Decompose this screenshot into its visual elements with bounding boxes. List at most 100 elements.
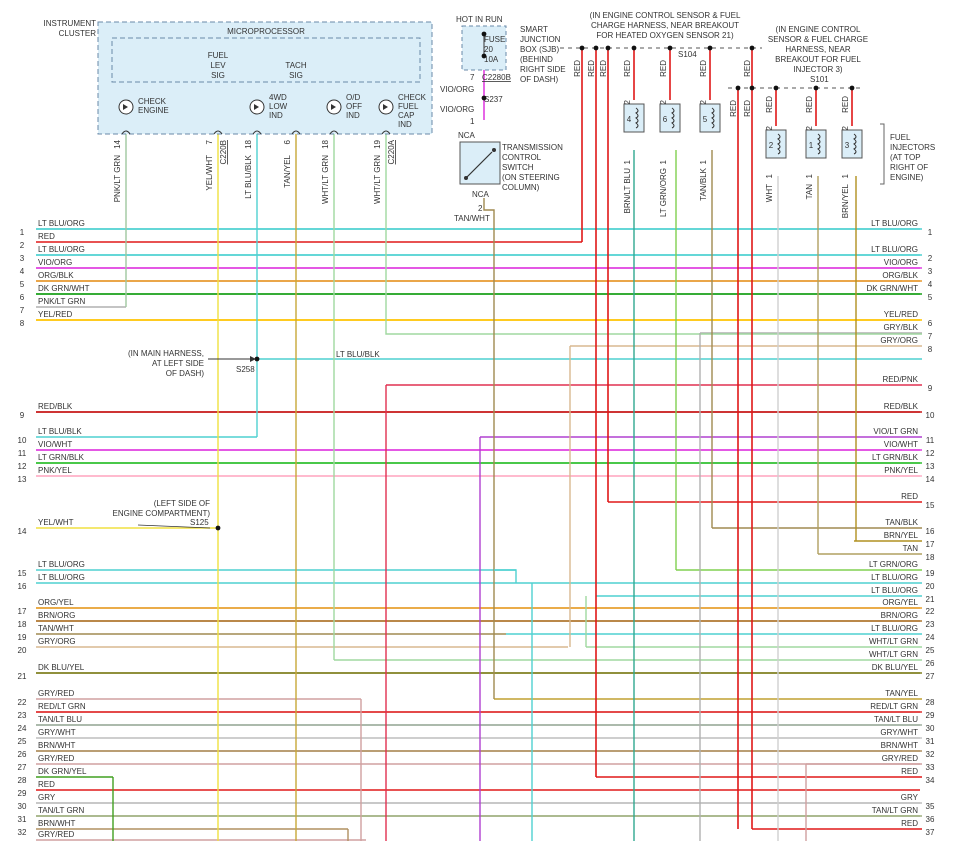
row-number-left: 16 <box>18 582 27 591</box>
s258-dot <box>254 356 260 362</box>
micro-signal-label: TACH <box>285 61 306 70</box>
s101-splice-dot <box>773 85 779 91</box>
harness-red-label: RED <box>599 60 608 77</box>
row-label-left: GRY/RED <box>38 689 75 698</box>
injector-pin-top: 2 <box>841 125 850 130</box>
cluster-connector: C220A <box>387 139 396 164</box>
wire-tan-wht <box>483 198 495 699</box>
fuse-terminal-bottom <box>481 53 487 59</box>
injector-top-wire: RED <box>699 60 708 77</box>
cluster-pin-number: 18 <box>321 139 330 148</box>
row-label-right: ORG/BLK <box>882 271 918 280</box>
row-number-right: 6 <box>928 319 933 328</box>
connector-pin-icon <box>121 130 131 135</box>
row-label-right: LT GRN/BLK <box>872 453 919 462</box>
c2280b-label: C2280B <box>482 73 511 82</box>
row-number-right: 23 <box>926 620 935 629</box>
injector-pin-bottom: 1 <box>659 159 668 164</box>
injector-number: 2 <box>769 141 774 150</box>
sjb-label-3: BOX (SJB) <box>520 45 559 54</box>
indicator-label: OFF <box>346 102 362 111</box>
row-label-right: LT BLU/ORG <box>871 624 918 633</box>
switch-pivot <box>464 176 468 180</box>
microprocessor-label: MICROPROCESSOR <box>227 27 305 36</box>
row-number-right: 36 <box>926 815 935 824</box>
tcs-label-3: SWITCH <box>502 163 534 172</box>
injector-bottom-wire: BRN/LT BLU <box>623 168 632 214</box>
indicator-label: CHECK <box>398 93 427 102</box>
micro-signal-label: SIG <box>211 71 225 80</box>
row-number-left: 29 <box>18 789 27 798</box>
row-number-right: 33 <box>926 763 935 772</box>
row-number-left: 3 <box>20 254 25 263</box>
row-label-right: VIO/LT GRN <box>873 427 918 436</box>
vio-org-label-1: VIO/ORG <box>440 85 474 94</box>
harness-note-2-line-1: (IN ENGINE CONTROL <box>776 25 861 34</box>
row-label-left: GRY/WHT <box>38 728 76 737</box>
indicator-label: 4WD <box>269 93 287 102</box>
row-number-left: 15 <box>18 569 27 578</box>
harness-red-label: RED <box>729 100 738 117</box>
fuel-injector-box <box>623 103 645 133</box>
indicator-label: IND <box>346 111 360 120</box>
row-number-right: 14 <box>926 475 935 484</box>
s125-leader <box>137 524 211 529</box>
row-number-right: 9 <box>928 384 933 393</box>
row-label-left: PNK/YEL <box>38 466 72 475</box>
main-harness-label-2: AT LEFT SIDE <box>152 359 204 368</box>
row-label-left: GRY/ORG <box>38 637 76 646</box>
indicator-label: IND <box>398 120 412 129</box>
row-number-left: 9 <box>20 411 25 420</box>
fuel-injectors-label-3: (AT TOP <box>890 153 921 162</box>
harness-note-2-line-2: SENSOR & FUEL CHARGE <box>768 35 868 44</box>
row-label-left: BRN/WHT <box>38 741 75 750</box>
row-label-right: LT GRN/ORG <box>869 560 918 569</box>
row-number-left: 13 <box>18 475 27 484</box>
wire-wht-lt-grn-2 <box>385 134 922 335</box>
s101-splice-dot <box>749 85 755 91</box>
switch-terminal <box>492 148 496 152</box>
lamp-symbol-icon <box>123 104 128 110</box>
tcs-label-1: TRANSMISSION <box>502 143 563 152</box>
row-label-left: RED <box>38 232 55 241</box>
row-label-right: YEL/RED <box>884 310 918 319</box>
row-label-right: ORG/YEL <box>882 598 918 607</box>
indicator-label: CAP <box>398 111 414 120</box>
s258-wire-label: LT BLU/BLK <box>336 350 380 359</box>
row-label-right: PNK/YEL <box>884 466 918 475</box>
row-label-right: RED <box>901 819 918 828</box>
injector-pin-bottom: 1 <box>623 159 632 164</box>
row-number-left: 32 <box>18 828 27 837</box>
lamp-symbol-icon <box>331 104 336 110</box>
cluster-pin-number: 6 <box>283 139 292 144</box>
row-label-right: GRY/WHT <box>880 728 918 737</box>
coil-icon <box>635 107 639 129</box>
s101-splice-dot <box>813 85 819 91</box>
row-label-left: VIO/ORG <box>38 258 72 267</box>
tcs-label-4: (ON STEERING <box>502 173 560 182</box>
row-number-right: 11 <box>926 436 935 445</box>
injector-number: 6 <box>663 115 668 124</box>
row-label-right: RED/PNK <box>882 375 918 384</box>
lamp-symbol-icon <box>254 104 259 110</box>
row-label-right: BRN/WHT <box>881 741 918 750</box>
row-number-left: 25 <box>18 737 27 746</box>
coil-icon <box>777 133 781 155</box>
c2280b-pin: 7 <box>470 73 475 82</box>
lamp-symbol-icon <box>383 104 388 110</box>
cluster-pin-wire: TAN/YEL <box>283 154 292 187</box>
connector-pin-icon <box>252 130 262 135</box>
vio-org-label-2: VIO/ORG <box>440 105 474 114</box>
engine-comp-label-2: ENGINE COMPARTMENT) <box>113 509 211 518</box>
fuel-injector-box <box>765 129 787 159</box>
row-number-left: 12 <box>18 462 27 471</box>
row-number-right: 7 <box>928 332 933 341</box>
row-label-right: LT BLU/ORG <box>871 245 918 254</box>
row-number-left: 26 <box>18 750 27 759</box>
row-number-left: 23 <box>18 711 27 720</box>
s125-dot <box>215 525 221 531</box>
row-number-right: 18 <box>926 553 935 562</box>
sjb-label-5: RIGHT SIDE <box>520 65 566 74</box>
s258-arrowhead <box>250 356 256 362</box>
cluster-label-1: INSTRUMENT <box>44 19 97 28</box>
